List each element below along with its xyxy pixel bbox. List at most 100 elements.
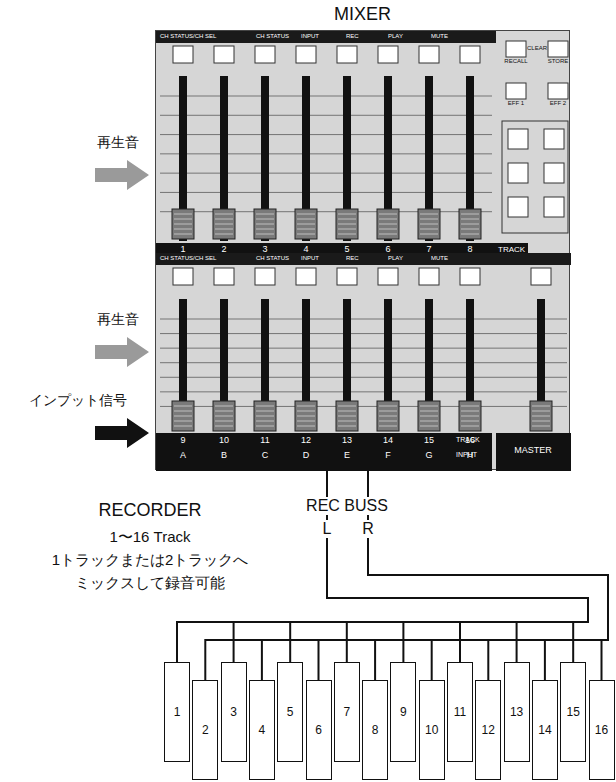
- track-box: 5: [277, 662, 303, 762]
- panel-part: [297, 234, 315, 235]
- panel-part: [256, 411, 274, 412]
- panel-part: [338, 426, 356, 427]
- panel-part: [508, 129, 528, 149]
- track-box: 15: [560, 662, 586, 762]
- playback-arrow: [95, 337, 149, 367]
- panel-part: [338, 421, 356, 422]
- panel-part: [254, 209, 276, 239]
- panel-part: [338, 234, 356, 235]
- panel-part: [296, 46, 316, 63]
- panel-part: [297, 224, 315, 225]
- panel-part: [254, 401, 276, 431]
- panel-part: [420, 229, 438, 230]
- panel-part: [378, 268, 398, 285]
- panel-part: [420, 416, 438, 417]
- header-label: PLAY: [388, 33, 403, 40]
- bus-wire: [262, 470, 608, 680]
- track-box: 6: [306, 680, 332, 780]
- bus-wire: [290, 470, 588, 662]
- panel-part: [213, 401, 235, 431]
- panel-part: [379, 234, 397, 235]
- button-label: RECALL: [504, 58, 527, 65]
- panel-part: [379, 411, 397, 412]
- panel-part: [420, 234, 438, 235]
- track-number: 5: [287, 705, 294, 719]
- panel-part: [532, 426, 550, 427]
- bus-wire: [205, 470, 608, 680]
- panel-part: [215, 411, 233, 412]
- panel-part: [174, 426, 192, 427]
- panel-part: [156, 253, 571, 265]
- panel-part: [338, 219, 356, 220]
- track-number: 10: [425, 723, 438, 737]
- panel-part: [174, 224, 192, 225]
- track-box: 13: [504, 662, 530, 762]
- track-box: 3: [221, 662, 247, 762]
- track-box: 10: [419, 680, 445, 780]
- panel-part: [338, 416, 356, 417]
- panel-part: [379, 421, 397, 422]
- panel-part: [460, 268, 480, 285]
- channel-number: 3: [262, 244, 267, 254]
- panel-part: [214, 268, 234, 285]
- panel-part: [160, 115, 492, 116]
- panel-part: [256, 214, 274, 215]
- input-letter: G: [425, 450, 432, 460]
- panel-part: [297, 214, 315, 215]
- panel-part: [461, 234, 479, 235]
- panel-part: [174, 219, 192, 220]
- track-number: 1: [174, 705, 181, 719]
- panel-part: [461, 224, 479, 225]
- panel-part: [502, 121, 568, 233]
- input-arrow: [95, 418, 149, 448]
- track-number: 6: [315, 723, 322, 737]
- bus-wire: [368, 470, 608, 680]
- panel-part: [496, 433, 571, 471]
- panel-part: [215, 406, 233, 407]
- bus-label: REC BUSS: [304, 497, 390, 515]
- panel-part: [420, 219, 438, 220]
- recorder-title: RECORDER: [98, 500, 201, 521]
- panel-part: [461, 411, 479, 412]
- track-number: 13: [510, 705, 523, 719]
- track-number: 14: [538, 723, 551, 737]
- panel-part: [215, 219, 233, 220]
- panel-part: [548, 41, 568, 57]
- input-letter: A: [180, 450, 186, 460]
- input-letter: D: [303, 450, 310, 460]
- panel-part: [256, 406, 274, 407]
- button-label: CLEAR: [527, 45, 547, 52]
- panel-part: [296, 268, 316, 285]
- channel-number: 13: [342, 435, 352, 445]
- track-box: 4: [249, 680, 275, 780]
- panel-part: [532, 406, 550, 407]
- panel-part: [530, 401, 552, 431]
- track-box: 7: [334, 662, 360, 762]
- panel-part: [174, 411, 192, 412]
- channel-number: 2: [221, 244, 226, 254]
- channel-number: 9: [180, 435, 185, 445]
- header-label: INPUT: [301, 255, 319, 262]
- panel-part: [461, 219, 479, 220]
- panel-part: [160, 153, 492, 154]
- input-letter: C: [262, 450, 269, 460]
- panel-part: [506, 83, 526, 99]
- panel-part: [214, 46, 234, 63]
- panel-part: [255, 268, 275, 285]
- panel-part: [461, 406, 479, 407]
- input-letter: E: [344, 450, 350, 460]
- header-label: CH STATUS/CH SEL: [160, 255, 216, 262]
- panel-part: [160, 134, 492, 135]
- panel-part: [544, 163, 564, 183]
- track-box: 16: [589, 680, 615, 780]
- track-box: 9: [390, 662, 416, 762]
- panel-part: [544, 197, 564, 217]
- track-box: 2: [192, 680, 218, 780]
- track-number: 3: [230, 705, 237, 719]
- panel-part: [297, 219, 315, 220]
- channel-number: 4: [303, 244, 308, 254]
- track-box: 11: [447, 662, 473, 762]
- row-label: TRACK: [498, 245, 525, 254]
- playback-arrow: [95, 160, 149, 190]
- button-label: EFF 1: [508, 100, 524, 107]
